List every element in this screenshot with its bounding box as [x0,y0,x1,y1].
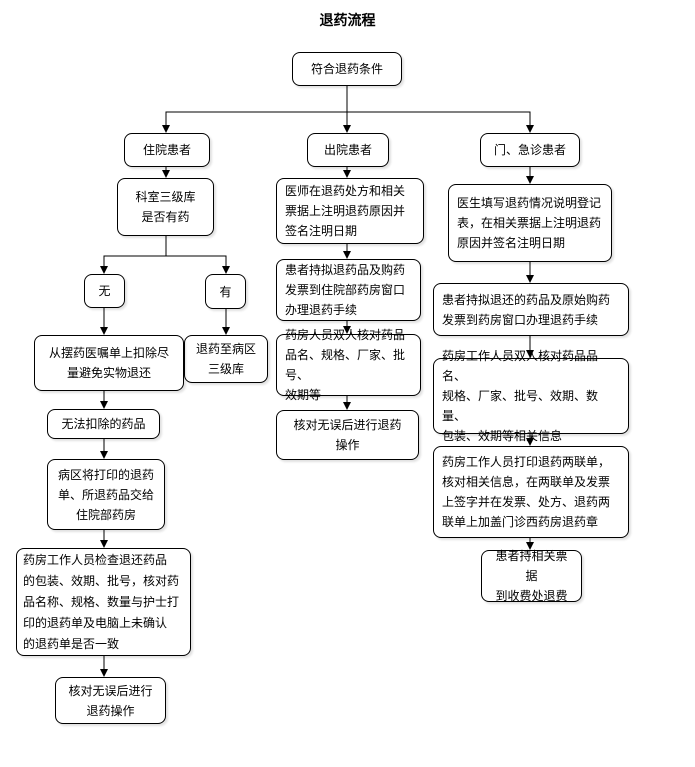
node-start: 符合退药条件 [292,52,402,86]
node-op-print: 药房工作人员打印退药两联单， 核对相关信息，在两联单及发票 上签字并在发票、处方… [433,446,629,538]
node-return-ward: 退药至病区 三级库 [184,335,268,383]
node-no: 无 [84,274,125,308]
node-yes: 有 [205,274,246,309]
node-inpatient: 住院患者 [124,133,210,167]
node-op-patient: 患者持拟退还的药品及原始购药 发票到药房窗口办理退药手续 [433,283,629,336]
node-ward-print: 病区将打印的退药 单、所退药品交给 住院部药房 [47,459,165,530]
stock-branch [103,255,227,273]
node-dis-check: 药房人员双人核对药品 品名、规格、厂家、批号、 效期等 [276,328,421,402]
node-dis-patient: 患者持拟退药品及购药 发票到住院部药房窗口 办理退药手续 [276,259,421,321]
node-cannot-deduct: 无法扣除的药品 [47,409,160,439]
node-op-doctor: 医生填写退药情况说明登记 表，在相关票据上注明退药 原因并签名注明日期 [448,184,612,262]
node-discharged: 出院患者 [307,133,389,167]
node-outpatient: 门、急诊患者 [480,133,580,167]
node-ip-done: 核对无误后进行 退药操作 [55,677,166,724]
node-ip-check: 药房工作人员检查退还药品 的包装、效期、批号，核对药 品名称、规格、数量与护士打… [16,548,191,656]
node-deduct: 从摆药医嘱单上扣除尽 量避免实物退还 [34,335,184,391]
node-op-refund: 患者持相关票据 到收费处退费 [481,549,582,603]
node-op-check: 药房工作人员双人核对药品品名、 规格、厂家、批号、效期、数量、 包装、效期等相关… [433,349,629,443]
node-dis-doctor: 医师在退药处方和相关 票据上注明退药原因并 签名注明日期 [276,178,424,244]
node-dept-stock: 科室三级库 是否有药 [117,178,214,236]
branch-line [165,111,531,132]
page-title: 退药流程 [319,13,376,29]
node-dis-done: 核对无误后进行退药 操作 [276,410,419,460]
